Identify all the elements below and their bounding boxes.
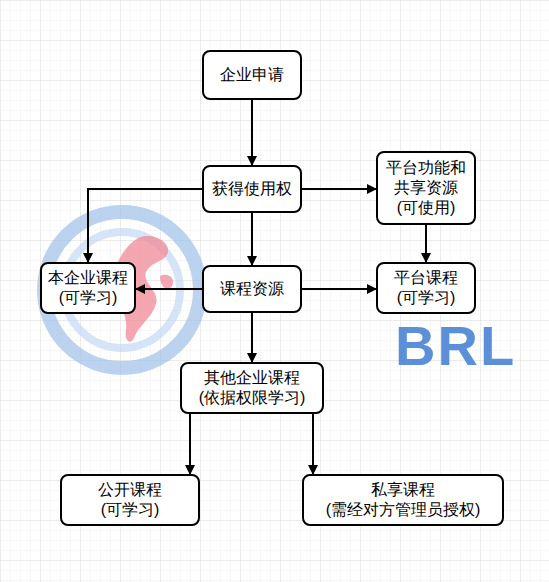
node-text: (可学习) — [101, 500, 160, 520]
node-text: 私享课程 — [371, 480, 435, 500]
flow-arrow — [251, 213, 253, 265]
flow-arrow — [425, 225, 427, 262]
node-text: (可使用) — [397, 198, 456, 218]
node-text: 课程资源 — [220, 279, 284, 299]
process-box: 获得使用权 — [202, 165, 302, 213]
process-box: 平台课程(可学习) — [376, 262, 476, 314]
process-box: 公开课程(可学习) — [60, 474, 200, 526]
flow-arrow — [251, 313, 253, 362]
node-text: (依据权限学习) — [199, 388, 306, 408]
node-text: 本企业课程 — [48, 268, 128, 288]
flow-arrow — [312, 414, 314, 474]
flow-arrow — [251, 100, 253, 165]
flow-arrow — [189, 414, 191, 474]
node-text: 其他企业课程 — [204, 368, 300, 388]
process-box: 本企业课程(可学习) — [40, 262, 136, 314]
process-box: 平台功能和 共享资源(可使用) — [376, 151, 476, 225]
process-box: 企业申请 — [202, 50, 302, 100]
flow-arrow — [88, 189, 202, 262]
node-text: 平台功能和 共享资源 — [386, 158, 466, 198]
process-box: 私享课程(需经对方管理员授权) — [302, 474, 504, 526]
node-text: 获得使用权 — [212, 179, 292, 199]
node-text: 公开课程 — [98, 480, 162, 500]
flow-arrow — [302, 188, 376, 190]
node-text: (可学习) — [397, 288, 456, 308]
flow-arrow — [302, 288, 376, 290]
node-text: 平台课程 — [394, 268, 458, 288]
process-box: 课程资源 — [202, 265, 302, 313]
flow-arrow — [136, 288, 202, 290]
watermark-text: BRL — [395, 316, 516, 376]
node-text: 企业申请 — [220, 65, 284, 85]
node-text: (可学习) — [59, 288, 118, 308]
process-box: 其他企业课程(依据权限学习) — [180, 362, 324, 414]
node-text: (需经对方管理员授权) — [326, 500, 481, 520]
